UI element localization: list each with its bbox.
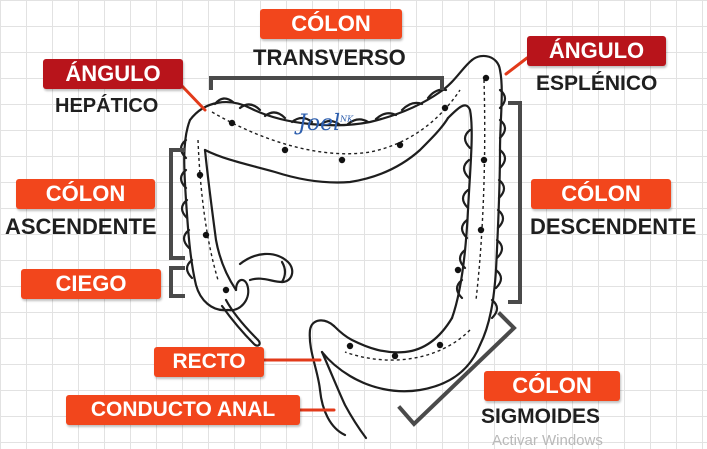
angulo-esplenico-sub: ESPLÉNICO <box>536 72 658 95</box>
logo-sup: NK <box>340 114 354 124</box>
colon-transverso-sub: TRANSVERSO <box>253 45 406 70</box>
splenic-pointer <box>504 56 529 76</box>
colon-descendente-sub: DESCENDENTE <box>530 214 697 239</box>
colon-ascendente-sub: ASCENDENTE <box>5 214 157 239</box>
ascending-colon-outline <box>183 118 230 312</box>
angulo-hepatico-title: ÁNGULO <box>43 59 183 89</box>
appendix-outline <box>220 298 261 347</box>
hepatic-pointer <box>180 84 207 112</box>
recto-label: RECTO <box>154 347 264 377</box>
ascending-bracket <box>169 148 185 260</box>
sigmoid-outline <box>320 343 482 393</box>
colon-transverso-title: CÓLON <box>260 9 402 39</box>
splenic-flexure-outline <box>470 54 503 347</box>
logo: JoelNK <box>298 111 353 136</box>
transverse-bracket <box>209 76 444 90</box>
colon-sigmoides-title: CÓLON <box>484 371 620 401</box>
colon-sigmoides-sub: SIGMOIDES <box>481 405 601 428</box>
colon-ascendente-title: CÓLON <box>16 179 155 209</box>
rectum-outline <box>308 319 347 437</box>
angulo-esplenico-title: ÁNGULO <box>527 36 666 66</box>
descending-bracket <box>508 101 522 304</box>
sigmoid-bracket <box>397 311 517 427</box>
angulo-hepatico-sub: HEPÁTICO <box>55 95 159 117</box>
cecum-bracket <box>169 266 185 298</box>
logo-text: Joel <box>298 111 341 136</box>
ciego-label: CIEGO <box>21 269 161 299</box>
activate-windows-watermark: Activar Windows <box>492 432 603 449</box>
conducto-anal-label: CONDUCTO ANAL <box>66 395 300 425</box>
cecum-outline <box>226 278 250 312</box>
colon-descendente-title: CÓLON <box>531 179 671 209</box>
